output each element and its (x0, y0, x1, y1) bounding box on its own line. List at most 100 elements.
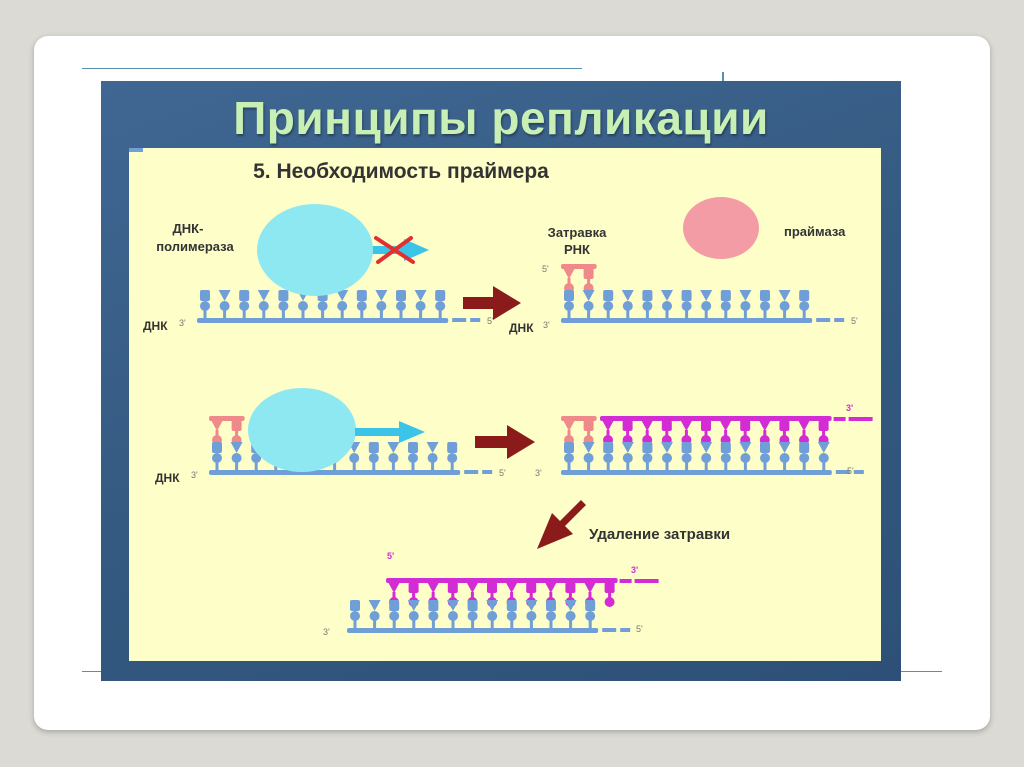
strand-tail (634, 579, 659, 583)
nucleotide (621, 290, 634, 319)
new-dna-strand-4 (600, 416, 873, 445)
nucleotide (368, 442, 379, 471)
end-3-label-4: 3' (535, 468, 542, 478)
strand-backbone (386, 578, 618, 583)
nucleotide (740, 420, 751, 445)
replication-diagram: 5. Необходимость праймера ДНК- полимераз… (129, 148, 873, 637)
new-dna-strand-5 (386, 578, 659, 607)
diagram-panel: 5. Необходимость праймера ДНК- полимераз… (129, 148, 881, 661)
nucleotide (230, 442, 243, 471)
nucleotide (428, 600, 439, 629)
nucleotide (603, 290, 614, 319)
dna-label-3: ДНК (155, 471, 180, 485)
nucleotide (719, 420, 732, 445)
nucleotide (681, 442, 692, 471)
dark-red-arrow-3-icon (537, 500, 586, 549)
rna-primer-4 (561, 416, 597, 445)
dna-label-1: ДНК (143, 319, 168, 333)
nucleotide (779, 420, 790, 445)
nucleotide (564, 290, 574, 319)
nucleotide (642, 442, 653, 471)
primer-end-5-label: 5' (542, 264, 549, 274)
dna-template-strand-5 (347, 600, 631, 633)
nucleotide (622, 420, 633, 445)
dna-polymerase-blob-2 (248, 388, 356, 472)
nucleotide (257, 290, 270, 319)
dna-polymerase-label-2: полимераза (156, 239, 234, 254)
nucleotide (467, 600, 478, 629)
strand-backbone (561, 416, 597, 421)
end-5-label-1: 5' (487, 316, 494, 326)
strand-tail (848, 417, 873, 421)
dna-template-strand-1 (197, 290, 481, 323)
primase-label: праймаза (784, 224, 846, 239)
primase-blob (683, 197, 759, 259)
end-5-label-5: 5' (636, 624, 643, 634)
dark-red-arrow-1-icon (463, 286, 521, 320)
strand-tail (853, 470, 864, 474)
nucleotide (661, 420, 672, 445)
nucleotide (582, 442, 595, 471)
strand-backbone (561, 264, 597, 269)
rna-primer-label-2: РНК (564, 242, 590, 257)
nucleotide (239, 290, 250, 319)
nucleotide (701, 420, 711, 445)
strand-backbone (600, 416, 832, 421)
nucleotide (375, 290, 388, 319)
strand-tail (816, 318, 831, 322)
nucleotide (720, 290, 731, 319)
nucleotide (368, 600, 381, 629)
nucleotide (356, 290, 367, 319)
end-3-label-1: 3' (179, 318, 186, 328)
nucleotide (700, 290, 713, 319)
nucleotide (563, 420, 575, 445)
end-5-label-2: 5' (851, 316, 858, 326)
nucleotide (758, 420, 771, 445)
nucleotide (546, 600, 556, 629)
strand-tail (834, 318, 845, 322)
nucleotide (739, 290, 752, 319)
dna-polymerase-blob-1 (257, 204, 373, 296)
end-3-label-3: 3' (191, 470, 198, 480)
strand-tail (129, 148, 143, 152)
new-end-3-label-5: 3' (631, 565, 638, 575)
nucleotide (760, 290, 770, 319)
nucleotide (564, 600, 577, 629)
new-end-5-label-5: 5' (387, 551, 394, 561)
strand-tail (482, 470, 493, 474)
nucleotide (604, 582, 615, 607)
nucleotide (778, 290, 791, 319)
dna-template-strand-4 (561, 442, 864, 475)
nucleotide (602, 420, 614, 445)
nucleotide (350, 600, 360, 629)
strand-backbone (561, 470, 832, 475)
strand-backbone (209, 470, 461, 475)
panel-1-polymerase-blocked: ДНК- полимераза ДНК 3' 5' (143, 204, 494, 333)
strand-backbone (197, 318, 449, 323)
nucleotide (414, 290, 427, 319)
slide-title: Принципы репликации (233, 92, 769, 144)
nucleotide (642, 290, 653, 319)
strand-backbone (209, 416, 245, 421)
nucleotide (426, 442, 439, 471)
extension-arrow-icon (355, 421, 425, 443)
end-3-label-5: 3' (323, 627, 330, 637)
nucleotide (817, 442, 830, 471)
nucleotide (563, 268, 575, 293)
strand-backbone (561, 318, 813, 323)
nucleotide (778, 442, 791, 471)
nucleotide (278, 290, 289, 319)
nucleotide (799, 442, 810, 471)
nucleotide (218, 290, 231, 319)
dark-red-arrow-2-icon (475, 425, 535, 459)
nucleotide (212, 442, 222, 471)
nucleotide (720, 442, 731, 471)
rna-primer-label-1: Затравка (548, 225, 607, 240)
nucleotide (447, 600, 459, 629)
nucleotide (641, 420, 654, 445)
panel-4-new-strand: 3' 3' 5' (535, 403, 873, 478)
end-5-label-4: 5' (847, 466, 854, 476)
nucleotide (621, 442, 634, 471)
top-rule-tick (722, 72, 724, 82)
strand-tail (452, 318, 467, 322)
